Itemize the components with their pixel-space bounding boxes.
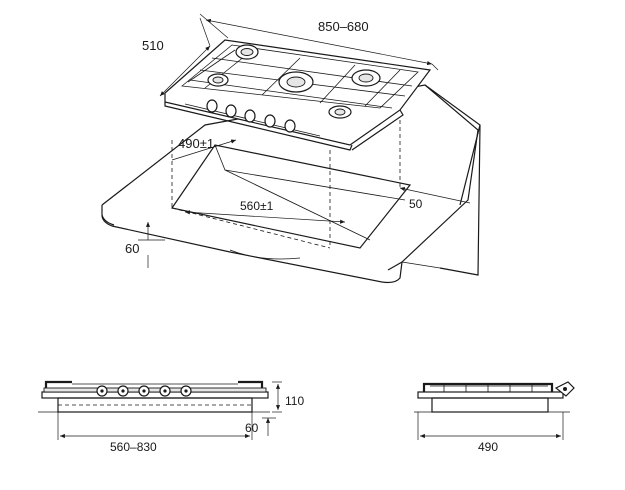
front-dim-height-label: 110 bbox=[285, 394, 304, 408]
side-dim-depth-label: 490 bbox=[478, 440, 498, 454]
dim-back-clearance-label: 50 bbox=[409, 197, 423, 211]
dim-cutout-width-label: 560±1 bbox=[240, 199, 274, 213]
front-dim-below-label: 60 bbox=[245, 421, 259, 435]
dim-cutout-depth-label: 490±1 bbox=[178, 136, 214, 151]
dim-width-label: 850–680 bbox=[318, 19, 369, 34]
dim-front-clearance-label: 60 bbox=[125, 241, 139, 256]
front-view-dimensions bbox=[57, 381, 282, 440]
side-view-dimensions bbox=[417, 412, 564, 440]
front-dim-width-label: 560–830 bbox=[110, 440, 157, 454]
dim-depth-label: 510 bbox=[142, 38, 164, 53]
main-dimensions bbox=[138, 13, 471, 268]
side-view-hob bbox=[414, 381, 575, 413]
front-view-hob bbox=[38, 380, 270, 413]
cutout bbox=[171, 120, 412, 260]
control-knobs bbox=[206, 99, 296, 133]
worktop bbox=[101, 84, 481, 284]
